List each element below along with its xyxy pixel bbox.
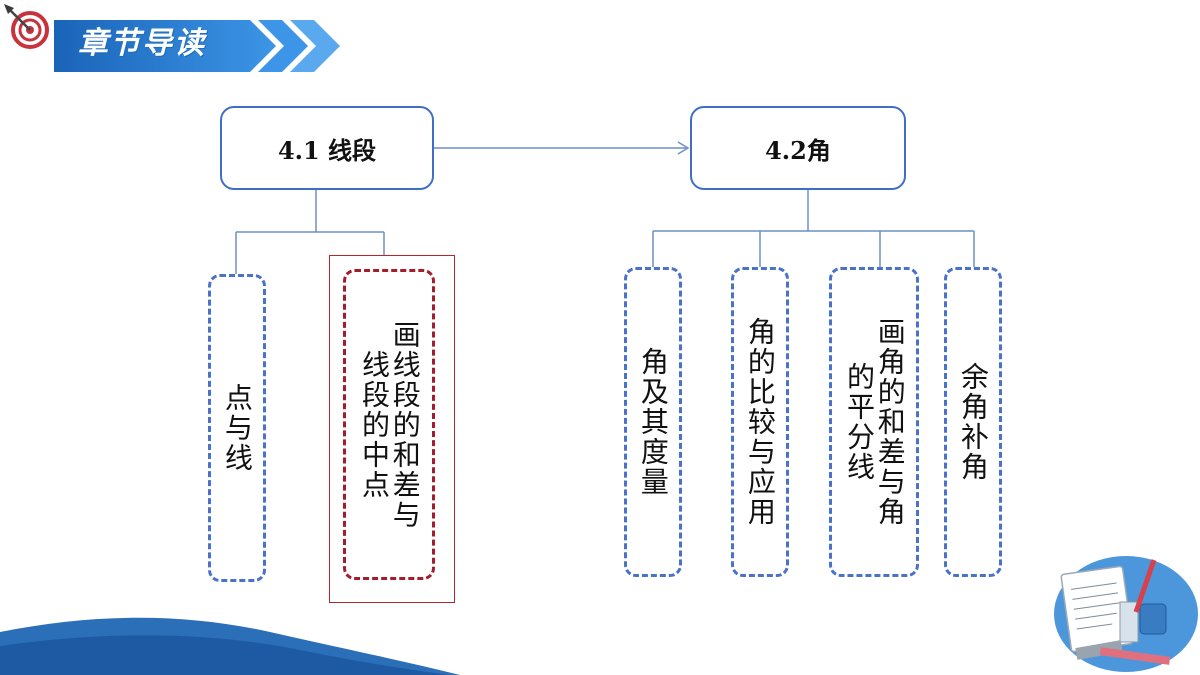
leaf-label: 点与线 <box>220 383 254 473</box>
node-line-segment: 4.1 线段 <box>220 106 434 190</box>
leaf-segment-sum-diff-midpoint: 画线段的和差与线段的中点 <box>343 269 435 580</box>
dart-target-icon <box>4 4 49 49</box>
leaf-angle-compare-apply: 角的比较与应用 <box>731 267 789 577</box>
node-label: 4.1 线段 <box>277 135 377 165</box>
header-banner <box>54 20 340 72</box>
node-label: 4.2角 <box>765 135 831 165</box>
wave-decoration <box>0 617 460 675</box>
leaf-complementary-supplementary: 余角补角 <box>944 267 1002 577</box>
leaf-angle-and-measure: 角及其度量 <box>624 267 682 577</box>
section-title: 章节导读 <box>78 26 206 61</box>
node-angle: 4.2角 <box>690 106 906 190</box>
leaf-label: 角的比较与应用 <box>743 317 777 527</box>
highlight-frame <box>329 255 455 603</box>
math-books-decoration <box>1054 556 1198 672</box>
leaf-label: 画角的和差与角的平分线 <box>843 317 907 527</box>
leaf-label: 余角补角 <box>956 362 990 482</box>
leaf-label: 角及其度量 <box>636 347 670 497</box>
leaf-angle-sum-diff-bisector: 画角的和差与角的平分线 <box>829 267 919 577</box>
leaf-point-and-line: 点与线 <box>208 274 266 582</box>
leaf-label: 画线段的和差与线段的中点 <box>358 319 422 530</box>
